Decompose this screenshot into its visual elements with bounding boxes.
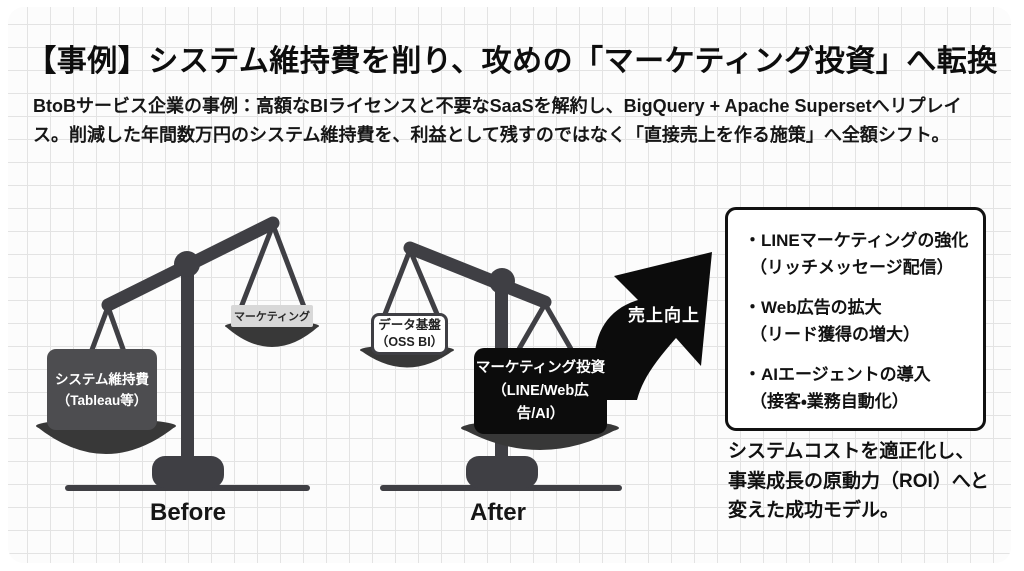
summary-line-1: システムコストを適正化し、 xyxy=(728,441,975,462)
after-base xyxy=(466,456,538,488)
panel-item-ai-agent: ・AIエージェントの導入 （接客・業務自動化） xyxy=(744,361,969,415)
panel-item-webads: ・Web広告の拡大 （リード獲得の増大） xyxy=(744,294,969,348)
before-base xyxy=(152,456,224,488)
summary-line-2: 事業成長の原動力（ROI）へと xyxy=(728,470,989,492)
summary-text: システムコストを適正化し、 事業成長の原動力（ROI）へと 変えた成功モデル。 xyxy=(728,437,1013,526)
panel-item-2-sub: （リード獲得の増大） xyxy=(750,325,920,344)
after-left-hanger-strings xyxy=(382,249,440,315)
subtitle-line-1: BtoBサービス企業の事例：高額なBIライセンスと不要なSaaSを解約し、Big… xyxy=(33,96,962,116)
panel-item-2-title: ・Web広告の拡大 xyxy=(744,298,882,317)
panel-item-1-title: ・LINEマーケティングの強化 xyxy=(744,231,969,250)
after-right-hanger-strings xyxy=(516,302,574,351)
summary-line-3: 変えた成功モデル。 xyxy=(728,500,900,521)
before-heavy-weight: システム維持費 （Tableau等） xyxy=(47,349,157,430)
initiatives-panel: ・LINEマーケティングの強化 （リッチメッセージ配信） ・Web広告の拡大 （… xyxy=(725,207,986,431)
page-title: 【事例】システム維持費を削り、攻めの「マーケティング投資」へ転換 xyxy=(26,45,998,78)
after-light-weight-line-2: （OSS BI） xyxy=(375,335,444,349)
growth-arrow xyxy=(594,252,712,400)
after-pivot xyxy=(489,268,515,294)
subtitle: BtoBサービス企業の事例：高額なBIライセンスと不要なSaaSを解約し、Big… xyxy=(33,92,993,150)
before-right-pan xyxy=(225,326,319,347)
panel-item-3-sub: （接客・業務自動化） xyxy=(750,392,909,411)
after-light-weight-line-1: データ基盤 xyxy=(378,318,441,332)
before-pivot xyxy=(174,251,200,277)
panel-item-1-sub: （リッチメッセージ配信） xyxy=(750,258,954,277)
before-label: Before xyxy=(149,499,227,526)
after-heavy-weight-line-2: （LINE/Web広告/AI） xyxy=(492,382,589,422)
after-label: After xyxy=(469,499,526,526)
after-beam xyxy=(403,241,552,309)
before-heavy-weight-line-2: （Tableau等） xyxy=(56,392,148,408)
after-heavy-weight: マーケティング投資 （LINE/Web広告/AI） xyxy=(474,348,607,434)
after-light-weight: データ基盤 （OSS BI） xyxy=(371,313,448,355)
after-heavy-weight-line-1: マーケティング投資 xyxy=(475,359,606,376)
panel-item-line: ・LINEマーケティングの強化 （リッチメッセージ配信） xyxy=(744,227,969,281)
before-heavy-weight-line-1: システム維持費 xyxy=(54,371,150,387)
panel-item-3-title: ・AIエージェントの導入 xyxy=(744,365,931,384)
growth-arrow-label: 売上向上 xyxy=(628,306,700,325)
before-pole xyxy=(181,262,194,462)
before-light-weight: マーケティング xyxy=(231,305,313,327)
before-left-pan xyxy=(36,426,176,454)
subtitle-line-2: ス。削減した年間数万円のシステム維持費を、利益として残すのではなく「直接売上を作… xyxy=(33,125,950,145)
